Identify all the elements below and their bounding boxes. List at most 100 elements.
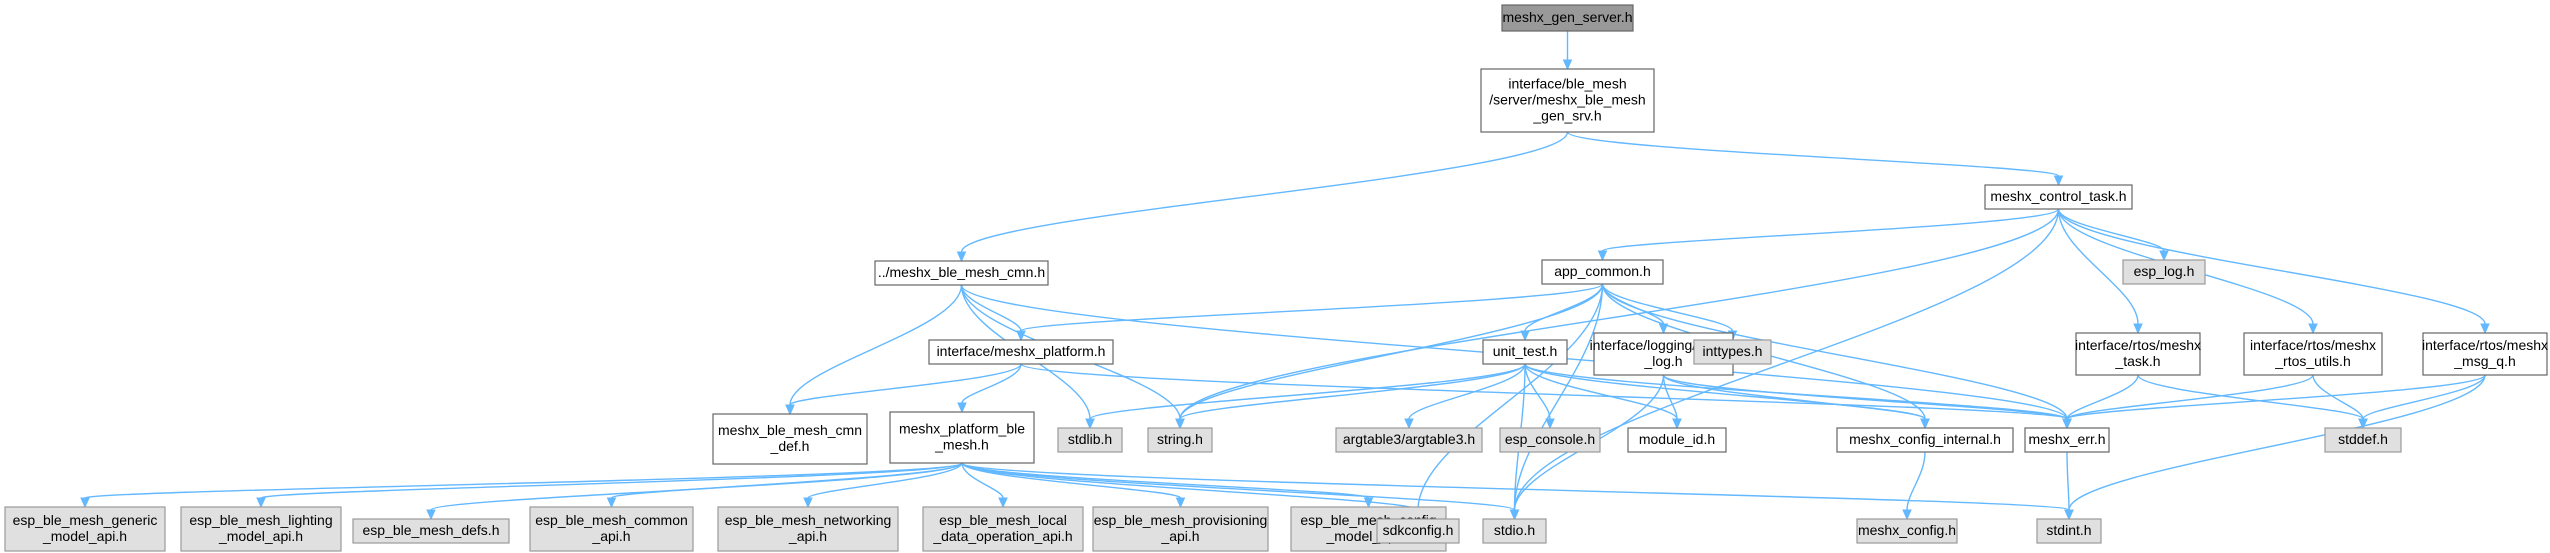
edge-platform_ble-to-generic_model (80, 462, 963, 509)
node-label: meshx_config_internal.h (1849, 431, 2001, 447)
node-gen-srv[interactable]: interface/ble_mesh/server/meshx_ble_mesh… (1480, 68, 1655, 133)
edge-control_task-to-string (1175, 208, 2060, 430)
node-stdlib: stdlib.h (1057, 427, 1123, 453)
node-box (2036, 518, 2102, 544)
edge-unit_test-to-argtable3 (1404, 363, 1526, 430)
edge-platform_ble-to-lighting_model (256, 462, 963, 509)
edge-app_common-to-inttypes (1601, 283, 1738, 342)
node-label: esp_ble_mesh_defs.h (363, 522, 500, 538)
edge-rtos_task-to-meshx_err (2062, 374, 2139, 430)
node-label: meshx_err.h (2028, 431, 2105, 447)
node-stdio: stdio.h (1482, 518, 1547, 544)
node-lighting-model: esp_ble_mesh_lighting_model_api.h (180, 506, 342, 552)
node-box (2324, 427, 2402, 453)
node-box (1482, 339, 1568, 365)
node-esp-log: esp_log.h (2122, 259, 2206, 285)
edge-control_task-to-msg_q (2057, 208, 2490, 335)
node-esp-console: esp_console.h (1499, 427, 1601, 453)
node-label: argtable3/argtable3.h (1343, 431, 1475, 447)
node-label: meshx_config.h (1858, 522, 1956, 538)
node-label: _rtos_utils.h (2274, 353, 2350, 369)
node-app-common[interactable]: app_common.h (1541, 259, 1664, 285)
node-box (717, 506, 899, 552)
node-label: module_id.h (1639, 431, 1715, 447)
node-box (180, 506, 342, 552)
node-box (889, 411, 1035, 464)
node-label: _model_api.h (42, 528, 127, 544)
node-platform-ble[interactable]: meshx_platform_ble_mesh.h (889, 411, 1035, 464)
node-box (928, 339, 1114, 365)
node-label: stdint.h (2046, 522, 2091, 538)
node-label: _api.h (591, 528, 630, 544)
edge-gen_srv-to-control_task (1566, 131, 2064, 187)
node-rtos-utils[interactable]: interface/rtos/meshx_rtos_utils.h (2243, 332, 2383, 376)
node-cmn-def[interactable]: meshx_ble_mesh_cmn_def.h (712, 413, 868, 465)
node-label: stdlib.h (1068, 431, 1112, 447)
node-box (4, 506, 166, 552)
node-sdkconfig: sdkconfig.h (1376, 518, 1460, 544)
node-control-task[interactable]: meshx_control_task.h (1984, 184, 2133, 210)
edges-layer (80, 31, 2490, 521)
node-msg-q[interactable]: interface/rtos/meshx_msg_q.h (2422, 332, 2548, 376)
node-label: interface/ble_mesh (1508, 76, 1626, 92)
node-box (2024, 427, 2110, 453)
edge-meshx_log-to-config_internal (1662, 374, 1930, 430)
edge-platform_ble-to-networking (803, 462, 963, 509)
node-label: interface/rtos/meshx (2075, 337, 2201, 353)
node-box (874, 260, 1049, 286)
edge-unit_test-to-esp_console (1524, 363, 1555, 430)
node-meshx-gen-server[interactable]: meshx_gen_server.h (1501, 4, 1634, 32)
node-cmn[interactable]: ../meshx_ble_mesh_cmn.h (874, 260, 1049, 286)
edge-platform_ble-to-local_data (961, 462, 1008, 509)
node-label: _task.h (2114, 353, 2160, 369)
node-box (1541, 259, 1664, 285)
edge-control_task-to-esp_log (2057, 208, 2169, 262)
node-label: interface/rtos/meshx (2250, 337, 2376, 353)
node-box (1627, 427, 1727, 453)
node-label: esp_ble_mesh_local (939, 512, 1067, 528)
node-generic-model: esp_ble_mesh_generic_model_api.h (4, 506, 166, 552)
edge-rtos_utils-to-stddef (2312, 374, 2368, 430)
node-label: _def.h (770, 438, 810, 454)
node-mesh-common: esp_ble_mesh_common_api.h (529, 506, 694, 552)
node-box (529, 506, 694, 552)
edge-config_internal-to-meshx_config (1902, 451, 1926, 521)
node-box (1057, 427, 1123, 453)
node-label: _mesh.h (934, 437, 989, 453)
node-label: esp_ble_mesh_common (535, 512, 688, 528)
node-mesh-defs: esp_ble_mesh_defs.h (352, 518, 510, 544)
node-meshx-err[interactable]: meshx_err.h (2024, 427, 2110, 453)
node-label: esp_ble_mesh_lighting (189, 512, 332, 528)
node-box (2422, 332, 2548, 376)
node-label: esp_ble_mesh_networking (725, 512, 892, 528)
edge-platform-to-platform_ble (957, 363, 1022, 414)
node-label: /server/meshx_ble_mesh (1489, 92, 1645, 108)
node-label: inttypes.h (1703, 343, 1763, 359)
edge-platform-to-cmn_def (785, 363, 1022, 416)
node-label: _api.h (788, 528, 827, 544)
node-unit-test[interactable]: unit_test.h (1482, 339, 1568, 365)
node-label: ../meshx_ble_mesh_cmn.h (878, 264, 1045, 280)
node-box (1482, 518, 1547, 544)
node-module-id[interactable]: module_id.h (1627, 427, 1727, 453)
node-inttypes: inttypes.h (1693, 339, 1772, 365)
node-config-internal[interactable]: meshx_config_internal.h (1836, 427, 2014, 453)
node-meshx-config: meshx_config.h (1856, 518, 1958, 544)
node-label: _model_api.h (218, 528, 303, 544)
edge-control_task-to-stdio (1509, 208, 2060, 521)
node-label: esp_log.h (2134, 263, 2195, 279)
node-label: _api.h (1160, 528, 1199, 544)
node-box (2243, 332, 2383, 376)
node-label: meshx_ble_mesh_cmn (718, 422, 862, 438)
edge-app_common-to-platform (1016, 283, 1604, 342)
node-rtos-task[interactable]: interface/rtos/meshx_task.h (2075, 332, 2201, 376)
node-label: esp_console.h (1505, 431, 1595, 447)
edge-msg_q-to-stddef (2358, 374, 2486, 430)
node-platform[interactable]: interface/meshx_platform.h (928, 339, 1114, 365)
node-label: meshx_platform_ble (899, 421, 1025, 437)
node-label: meshx_control_task.h (1990, 188, 2126, 204)
node-label: sdkconfig.h (1383, 522, 1454, 538)
edge-msg_q-to-meshx_err (2062, 374, 2486, 430)
node-label: string.h (1157, 431, 1203, 447)
node-stdint: stdint.h (2036, 518, 2102, 544)
